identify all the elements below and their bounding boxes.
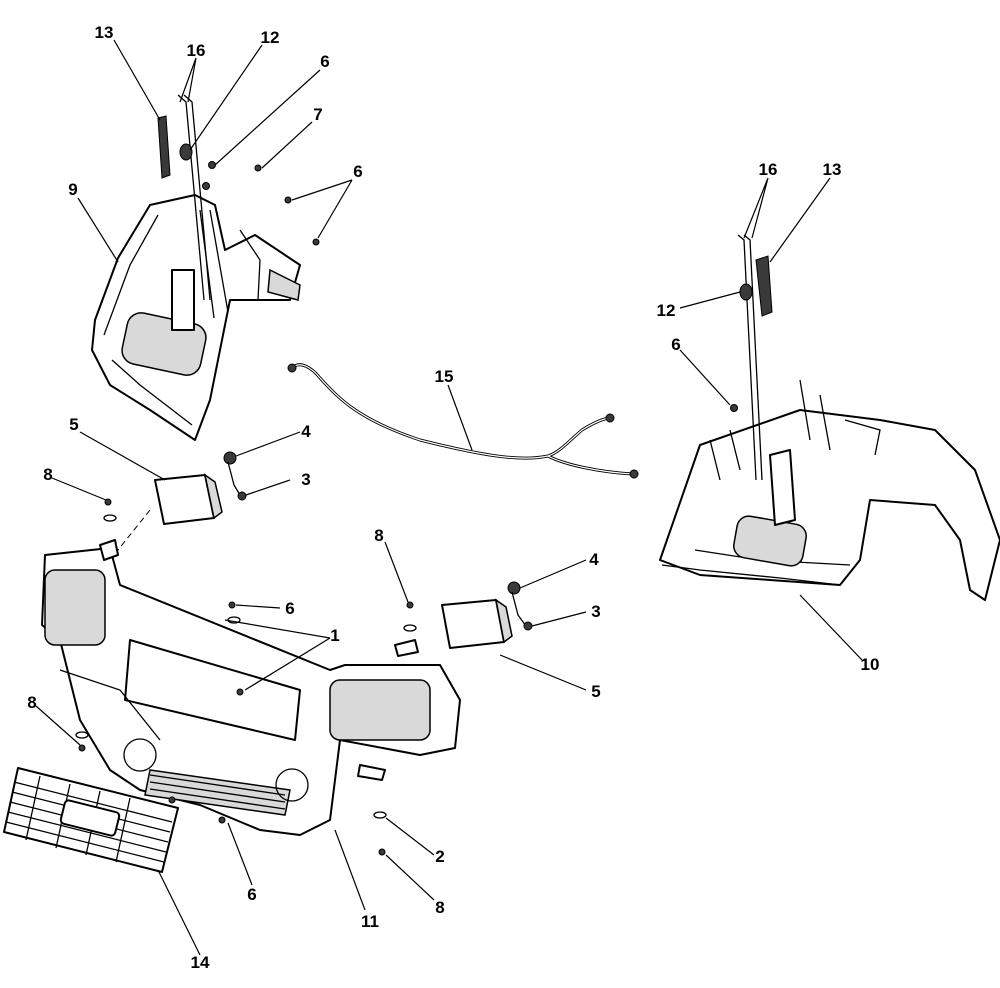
callout-2: 2 (435, 847, 444, 866)
left-fender-housing (91, 194, 301, 441)
leader-lines (35, 39, 863, 956)
callout-6-top: 6 (320, 52, 329, 71)
right-fender-housing (659, 379, 1000, 601)
rod-left (177, 94, 211, 301)
callout-11: 11 (361, 912, 379, 931)
rod-right (737, 234, 763, 481)
fastener-right (730, 404, 738, 412)
callout-8-lower-left: 8 (27, 693, 36, 712)
callout-13-right: 13 (823, 160, 842, 179)
callout-3-right: 3 (591, 602, 600, 621)
latch-left (157, 115, 171, 179)
callout-8-bottom: 8 (435, 898, 444, 917)
callout-12-right: 12 (657, 301, 676, 320)
wiring-harness (287, 363, 639, 479)
callout-4-right: 4 (589, 550, 599, 569)
callout-3-left: 3 (301, 470, 310, 489)
callout-16-left: 16 (187, 41, 206, 60)
callout-8-upper-left: 8 (43, 465, 52, 484)
callout-6-center: 6 (285, 599, 294, 618)
callout-10: 10 (861, 655, 880, 674)
callout-15: 15 (435, 367, 454, 386)
headlight-left (109, 473, 223, 561)
callout-13-left: 13 (95, 23, 114, 42)
callout-1: 1 (330, 626, 339, 645)
bulb-socket-right (507, 581, 533, 631)
callout-6-bottom: 6 (247, 885, 256, 904)
front-body (41, 539, 461, 836)
grommet-right (739, 283, 753, 301)
callout-6-right-fender: 6 (671, 335, 680, 354)
callout-4-left: 4 (301, 422, 311, 441)
fasteners-left (202, 161, 320, 246)
bulb-socket-left (223, 451, 247, 501)
headlight-right (441, 598, 513, 649)
callout-5-left: 5 (69, 415, 78, 434)
callout-7: 7 (313, 105, 322, 124)
latch-right (755, 255, 773, 317)
callout-9: 9 (68, 180, 77, 199)
fasteners-front (75, 498, 417, 856)
callout-12-left: 12 (261, 28, 280, 47)
callout-5-right: 5 (591, 682, 600, 701)
grille (3, 767, 179, 873)
callout-16-right: 16 (759, 160, 778, 179)
callout-labels: 13 16 12 6 7 6 9 16 13 12 6 15 5 4 3 8 8… (27, 23, 879, 972)
grommet-left (179, 143, 193, 161)
callout-6-left-fender: 6 (353, 162, 362, 181)
callout-14: 14 (191, 953, 210, 972)
callout-8-center: 8 (374, 526, 383, 545)
